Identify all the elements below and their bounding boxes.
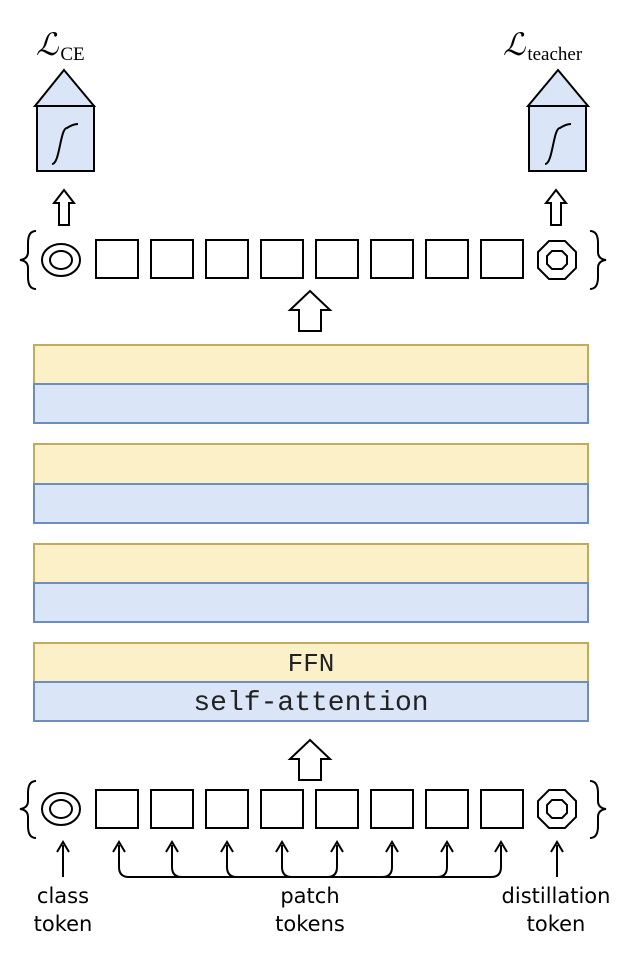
patch-token <box>95 239 139 279</box>
class-token <box>41 792 81 826</box>
ffn-block <box>33 543 589 584</box>
class-token-pointer <box>56 840 70 877</box>
patch-token <box>480 789 524 829</box>
distillation-token-label-line1: distillation <box>502 884 611 908</box>
loss-teacher-arrow-head <box>525 68 591 107</box>
patch-token <box>205 789 249 829</box>
sigmoid-icon <box>544 123 572 165</box>
transformer-layer-labeled: FFN self-attention <box>33 642 589 722</box>
patch-token <box>370 239 414 279</box>
patch-token <box>315 239 359 279</box>
class-token-label-line2: token <box>34 912 93 936</box>
patch-token <box>205 239 249 279</box>
patch-token <box>425 239 469 279</box>
distillation-token-label-line2: token <box>527 912 586 936</box>
patch-token <box>480 239 524 279</box>
class-token-label-line1: class <box>37 884 89 908</box>
ffn-block <box>33 344 589 385</box>
up-arrow-icon <box>51 188 77 226</box>
left-brace <box>19 230 37 290</box>
patch-token <box>425 789 469 829</box>
loss-teacher-sigmoid-box <box>528 105 587 172</box>
attention-block <box>33 681 589 722</box>
patch-token <box>260 789 304 829</box>
distillation-token-pointer <box>550 840 564 877</box>
patch-token <box>260 239 304 279</box>
output-token-row <box>19 230 607 290</box>
attention-block <box>33 483 589 524</box>
attention-block <box>33 582 589 623</box>
distillation-token <box>537 240 577 280</box>
patch-tokens-bracket <box>112 840 508 878</box>
right-brace <box>589 780 607 839</box>
input-token-row <box>19 780 607 839</box>
transformer-layer <box>33 344 589 424</box>
right-brace <box>589 230 607 290</box>
ffn-block <box>33 642 589 683</box>
attention-block <box>33 383 589 424</box>
sigmoid-icon <box>51 123 79 165</box>
up-arrow-icon <box>287 289 333 332</box>
patch-token <box>150 239 194 279</box>
distillation-token <box>537 789 577 829</box>
patch-tokens-label-line1: patch <box>280 884 339 908</box>
ffn-block <box>33 443 589 485</box>
up-arrow-icon <box>287 738 333 781</box>
up-arrow-icon <box>543 188 569 226</box>
patch-token <box>95 789 139 829</box>
patch-token <box>370 789 414 829</box>
patch-token <box>315 789 359 829</box>
patch-tokens-label-line2: tokens <box>275 912 345 936</box>
left-brace <box>19 780 37 839</box>
loss-ce-sigmoid-box <box>36 105 95 172</box>
patch-token <box>150 789 194 829</box>
class-token <box>41 243 81 277</box>
ffn-label: FFN <box>288 649 335 679</box>
self-attention-label: self-attention <box>193 688 428 719</box>
transformer-layer <box>33 543 589 623</box>
loss-ce-arrow-head <box>32 68 97 107</box>
transformer-layer <box>33 443 589 524</box>
